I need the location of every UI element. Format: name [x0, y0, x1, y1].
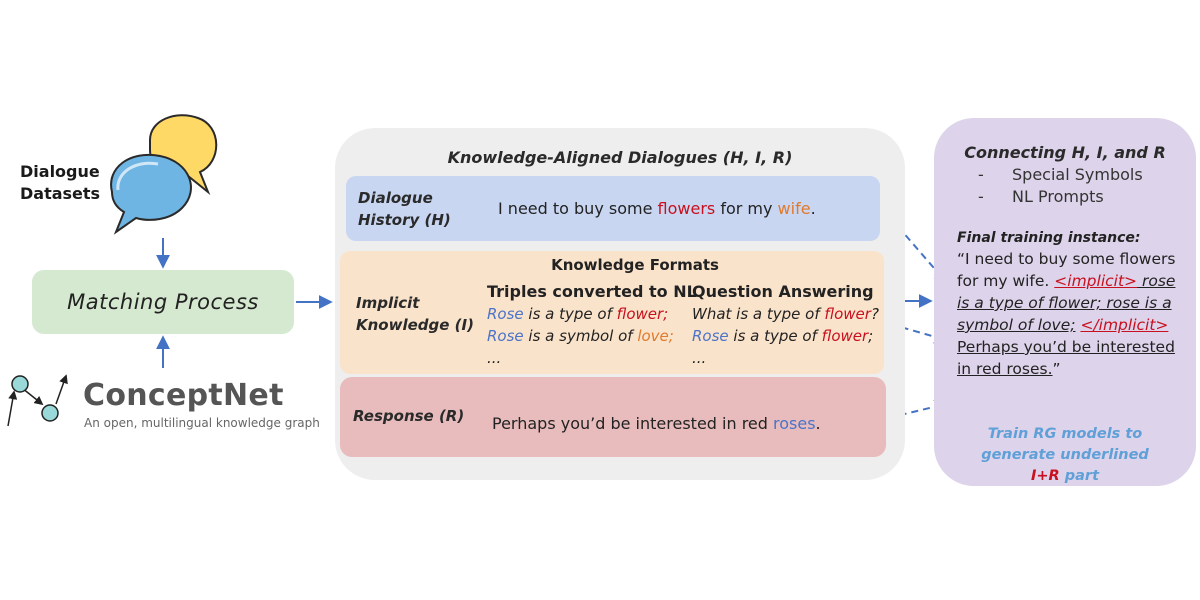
- qa-line: Rose is a type of flower;: [692, 325, 879, 347]
- triple-line: Rose is a symbol of love;: [487, 325, 674, 347]
- response-label: Response (R): [353, 407, 465, 425]
- entity-flower: flower: [821, 327, 869, 345]
- qa-list: What is a type of flower? Rose is a type…: [692, 303, 879, 369]
- final-history: “I need to buy some flowers for my wife.: [957, 250, 1176, 290]
- final-instance-label: Final training instance:: [957, 230, 1141, 246]
- qa-header: Question Answering: [692, 282, 874, 301]
- knowledge-label-line2: Knowledge (I): [356, 316, 474, 334]
- train-note-line2: generate underlined: [981, 447, 1149, 463]
- final-close-quote: ”: [1052, 360, 1061, 378]
- list-dash: -: [978, 187, 984, 206]
- conceptnet-logo-text: ConceptNet: [83, 378, 284, 413]
- triples-header: Triples converted to NL: [487, 282, 697, 301]
- speech-bubbles-icon: [110, 114, 218, 235]
- entity-wife: wife: [777, 199, 811, 218]
- knowledge-formats-title: Knowledge Formats: [551, 256, 719, 274]
- response-box: [340, 377, 886, 457]
- connecting-title: Connecting H, I, and R: [964, 143, 1166, 162]
- final-knowledge: rose is a type of flower; rose is a symb…: [957, 272, 1176, 334]
- triple-relation: is a symbol of: [523, 327, 638, 345]
- history-label-line1: Dialogue: [358, 189, 433, 207]
- train-note-line3: I+R part: [934, 466, 1196, 487]
- triple-relation: is a type of: [523, 305, 617, 323]
- connecting-panel: [934, 118, 1196, 486]
- dialogue-datasets-label: Dialogue Datasets: [20, 161, 100, 205]
- entity-rose: Rose: [692, 327, 729, 345]
- entity-flower: flower: [824, 305, 871, 323]
- final-instance-text: “I need to buy some flowers for my wife.…: [957, 248, 1187, 380]
- method-item: - Special Symbols: [978, 164, 1143, 186]
- conceptnet-subtitle: An open, multilingual knowledge graph: [84, 416, 320, 430]
- dialogue-datasets-line1: Dialogue: [20, 162, 100, 181]
- entity-flowers: flowers: [657, 199, 716, 218]
- train-note-ir: I+R: [1030, 468, 1060, 484]
- matching-process-box: Matching Process: [32, 270, 294, 334]
- center-panel-title: Knowledge-Aligned Dialogues (H, I, R): [447, 148, 793, 167]
- triple-line: Rose is a type of flower;: [487, 303, 674, 325]
- list-dash: -: [978, 165, 984, 184]
- dialogue-datasets-line2: Datasets: [20, 184, 101, 203]
- entity-flower: flower;: [616, 305, 669, 323]
- train-rg-note: Train RG models to generate underlined I…: [934, 424, 1196, 487]
- response-text-part: .: [815, 414, 821, 433]
- qa-text: is a type of: [728, 327, 822, 345]
- connecting-methods-list: - Special Symbols - NL Prompts: [978, 164, 1143, 208]
- history-label-line2: History (H): [358, 211, 451, 229]
- entity-roses: roses: [773, 414, 816, 433]
- implicit-close-tag: </implicit>: [1080, 316, 1169, 334]
- history-text-part: for my: [715, 199, 778, 218]
- final-response: Perhaps you’d be interested in red roses…: [957, 338, 1175, 378]
- triples-list: Rose is a type of flower; Rose is a symb…: [487, 303, 674, 369]
- history-text-part: I need to buy some: [498, 199, 658, 218]
- qa-text: ;: [868, 327, 874, 345]
- implicit-knowledge-label: Implicit Knowledge (I): [356, 292, 474, 336]
- qa-text: What is a type of: [692, 305, 825, 323]
- history-text-part: .: [810, 199, 816, 218]
- qa-text: ?: [870, 305, 879, 323]
- implicit-knowledge-box: [340, 251, 884, 374]
- matching-process-label: Matching Process: [67, 290, 259, 314]
- method-label: NL Prompts: [1012, 187, 1104, 206]
- train-note-part: part: [1059, 468, 1099, 484]
- knowledge-label-line1: Implicit: [356, 294, 420, 312]
- entity-rose: Rose: [487, 305, 524, 323]
- dialogue-history-label: Dialogue History (H): [358, 187, 451, 231]
- implicit-open-tag: <implicit>: [1054, 272, 1138, 290]
- entity-love: love;: [637, 327, 674, 345]
- entity-rose: Rose: [487, 327, 524, 345]
- dialogue-history-box: [346, 176, 880, 241]
- method-item: - NL Prompts: [978, 186, 1143, 208]
- triple-ellipsis: ...: [487, 349, 502, 367]
- method-label: Special Symbols: [1012, 165, 1143, 184]
- qa-ellipsis: ...: [692, 349, 707, 367]
- response-text: Perhaps you’d be interested in red roses…: [492, 414, 821, 433]
- response-text-part: Perhaps you’d be interested in red: [492, 414, 774, 433]
- dialogue-history-text: I need to buy some flowers for my wife.: [498, 199, 816, 218]
- qa-line: What is a type of flower?: [692, 303, 879, 325]
- train-note-line1: Train RG models to: [987, 426, 1143, 442]
- graph-nodes-icon: [7, 374, 68, 427]
